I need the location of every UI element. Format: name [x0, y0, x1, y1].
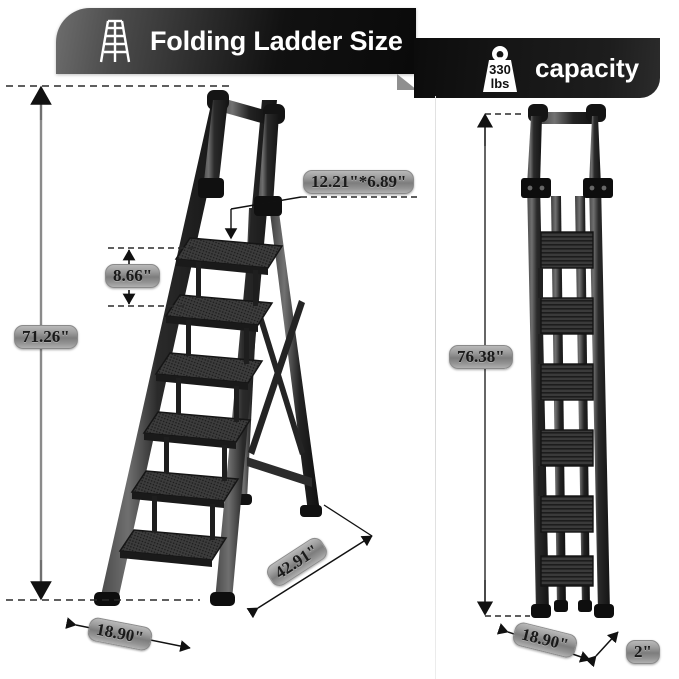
- dimension-base-width: 18.90": [86, 616, 154, 652]
- capacity-banner: 330 lbs capacity: [414, 38, 660, 98]
- dimension-folded-thickness: 2": [626, 640, 660, 664]
- dimension-step-spacing: 8.66": [105, 264, 161, 288]
- dimension-step-size: 12.21"*6.89": [303, 170, 415, 194]
- dimension-folded-height: 76.38": [449, 345, 513, 369]
- dimension-folded-width: 18.90": [511, 620, 579, 660]
- folded-ladder-graphic: [521, 104, 614, 618]
- weight-icon: 330 lbs: [483, 46, 517, 92]
- panel-divider: [435, 96, 436, 679]
- dimension-base-depth: 42.91": [263, 534, 331, 590]
- open-ladder-graphic: [94, 90, 322, 606]
- ladder-icon: [99, 19, 131, 63]
- capacity-label: capacity: [535, 52, 640, 83]
- page-title: Folding Ladder Size: [150, 25, 403, 56]
- dimension-overall-height: 71.26": [14, 325, 78, 349]
- title-banner: Folding Ladder Size: [56, 8, 417, 90]
- capacity-value: 330: [489, 62, 511, 77]
- folded-steps: [540, 231, 594, 587]
- capacity-unit: lbs: [491, 76, 510, 91]
